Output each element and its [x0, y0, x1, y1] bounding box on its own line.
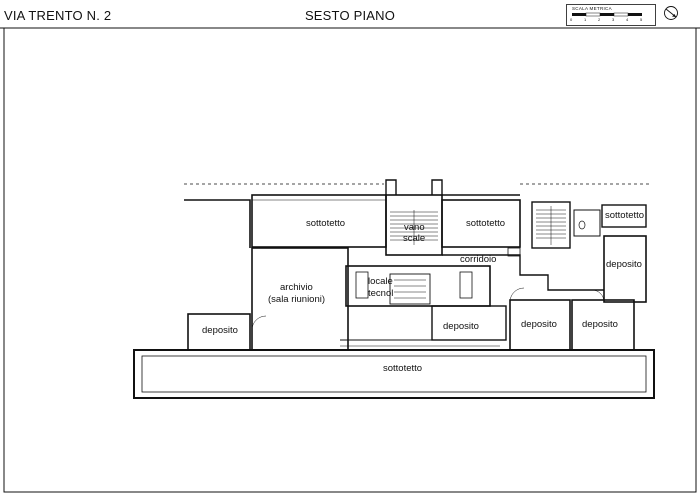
room-label-deposito-right2: deposito	[582, 319, 618, 330]
scale-tick-0: 0	[570, 17, 573, 22]
room-label-archivio: archivio	[280, 282, 313, 293]
room-label-locale: locale	[368, 276, 393, 287]
floor-plan	[133, 179, 655, 399]
room-label-deposito-left: deposito	[202, 325, 238, 336]
north-arrow-icon	[664, 6, 678, 20]
scale-bar-label: SCALA METRICA	[572, 6, 612, 11]
scale-bar: SCALA METRICA 0 1 2 3 4 5	[566, 4, 656, 26]
room-label-tecnol: tecnol	[368, 288, 394, 299]
room-label-corridoio: corridoio	[460, 254, 497, 265]
address-title: VIA TRENTO N. 2	[4, 8, 112, 23]
room-label-sottotetto-right: sottotetto	[605, 210, 645, 221]
room-label-vano: vano	[404, 222, 425, 233]
scale-tick-4: 4	[626, 17, 629, 22]
room-label-sala-riunioni: (sala riunioni)	[268, 294, 326, 305]
scale-tick-5: 5	[640, 17, 643, 22]
room-label-sottotetto-bottom: sottotetto	[383, 363, 423, 374]
room-label-sottotetto-mid: sottotetto	[466, 218, 506, 229]
scale-tick-3: 3	[612, 17, 615, 22]
room-label-sottotetto-left: sottotetto	[306, 218, 346, 229]
floor-title: SESTO PIANO	[304, 8, 396, 23]
room-label-deposito-upper-right: deposito	[606, 259, 642, 270]
room-label-deposito-right1: deposito	[521, 319, 557, 330]
room-label-deposito-center: deposito	[443, 321, 479, 332]
room-label-scale: scale	[403, 233, 426, 244]
scale-tick-1: 1	[584, 17, 587, 22]
scale-tick-2: 2	[598, 17, 601, 22]
